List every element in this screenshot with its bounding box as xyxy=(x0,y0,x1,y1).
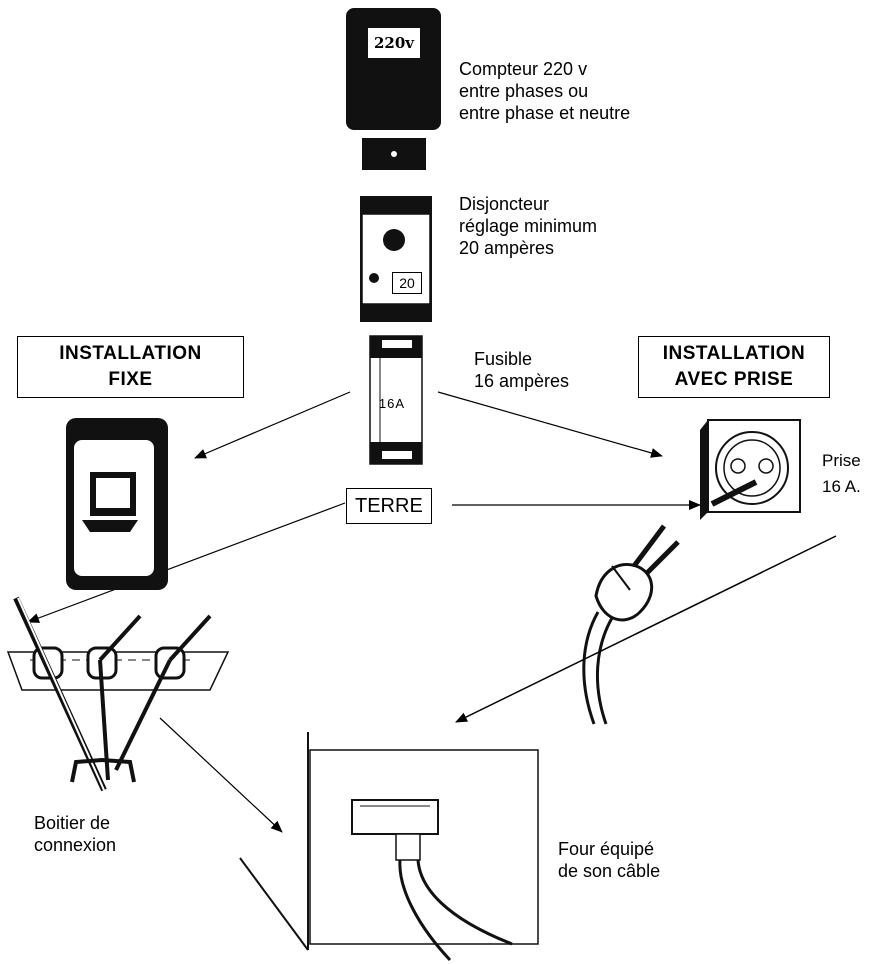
connection-box-icon xyxy=(6,596,230,792)
oven-icon xyxy=(239,732,539,962)
breaker-icon xyxy=(360,196,432,322)
four-caption: Four équipé de son câble xyxy=(558,839,661,881)
arrow-to-prise xyxy=(437,391,663,458)
wall-switch-icon xyxy=(66,418,168,590)
installation-prise-box: INSTALLATION AVEC PRISE xyxy=(638,336,830,398)
meter-caption: Compteur 220 v entre phases ou entre pha… xyxy=(459,59,631,123)
cable-socket-to-oven xyxy=(455,535,837,723)
boitier-caption: Boitier de connexion xyxy=(34,813,117,855)
arrow-to-fixe xyxy=(194,391,351,459)
socket-icon xyxy=(700,419,801,520)
breaker-caption: Disjoncteur réglage minimum 20 ampères xyxy=(459,194,598,258)
prise-caption: Prise 16 A. xyxy=(822,451,861,496)
installation-fixe-box: INSTALLATION FIXE xyxy=(17,336,244,398)
meter-display: 220v xyxy=(370,30,418,56)
fuse-value: 16A xyxy=(378,396,406,411)
terre-line-left xyxy=(27,502,346,623)
fuse-caption: Fusible 16 ampères xyxy=(474,349,570,391)
breaker-value: 20 xyxy=(392,272,422,294)
fuse-icon xyxy=(369,335,423,465)
terre-label: TERRE xyxy=(346,488,432,524)
plug-icon xyxy=(582,524,680,725)
arrow-box-to-oven xyxy=(159,717,283,833)
